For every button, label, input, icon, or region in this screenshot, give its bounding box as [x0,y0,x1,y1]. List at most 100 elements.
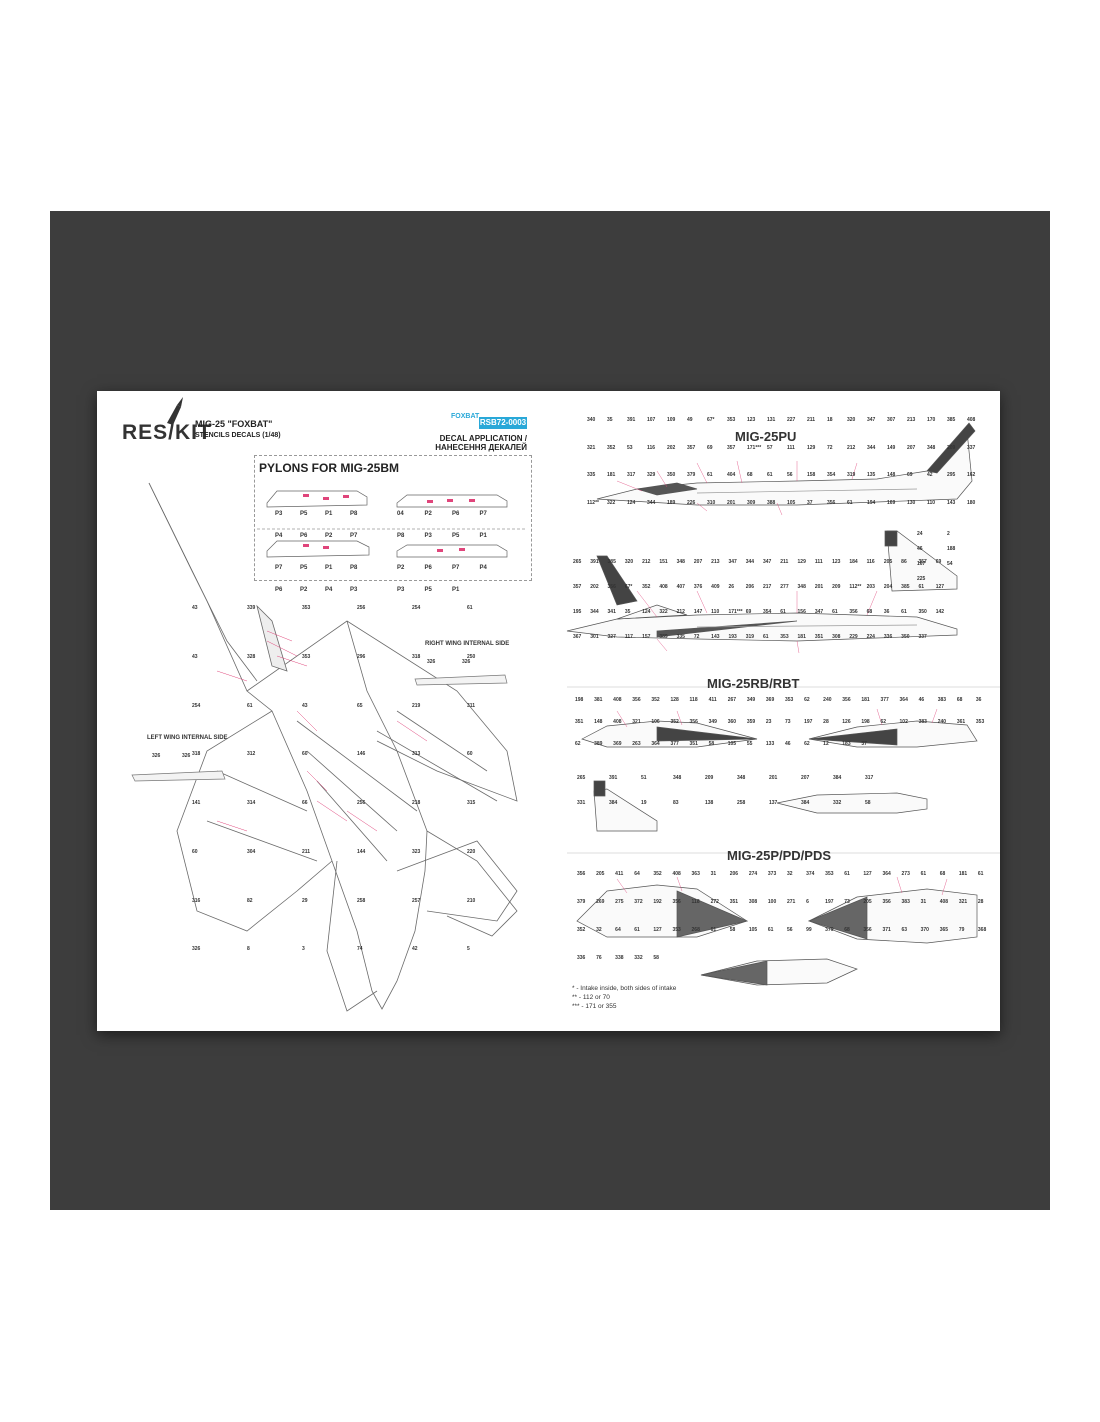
callout-number: 296 [357,653,366,660]
decal-application-caption: DECAL APPLICATION / НАНЕСЕННЯ ДЕКАЛЕЙ [435,434,527,452]
callout-number: 76 [596,955,602,961]
pylon-label: P2 [325,533,333,539]
callout-number: 57 [767,444,773,451]
callout-number: 304 [247,848,256,855]
callout-number: 408 [672,871,681,877]
callout-number: 353 [825,871,834,877]
callout-number: 332 [634,955,643,961]
callout-number: 404 [727,472,736,478]
callout-number: 357 [918,559,927,565]
callout-number: 377 [670,741,679,747]
callout-number: 62 [575,741,581,747]
callout-number: 72 [827,444,833,451]
callout-number: 112** [587,499,599,506]
callout-number: 102 [899,719,908,725]
callout-number: 352 [653,871,662,877]
callout-number: 61 [763,634,769,640]
callout-number: 6 [806,899,809,905]
callout-number: 205 [863,899,872,905]
callout-number: 36 [883,609,890,615]
callout-number: 356 [827,499,836,506]
callout-number: 105 [727,741,737,747]
pylon-label: P3 [424,533,432,539]
callout-number: 181 [958,871,968,877]
product-title: MIG-25 "FOXBAT" [195,419,273,429]
callout-number: 348 [673,775,682,781]
callout-number: 364 [651,741,660,747]
callout-number: 336 [577,955,586,961]
callout-number: 352 [607,444,616,451]
callout-number: 212 [676,609,685,615]
pylon-label: P1 [325,511,333,517]
callout-number: 19 [641,800,647,806]
callout-number: 350 [901,634,910,640]
callout-number: 348 [927,444,936,451]
callout-number: 99 [806,927,812,933]
callout-number: 368 [977,927,987,933]
callout-number: 353 [975,719,985,725]
callout-number: 213 [711,559,720,565]
callout-number: 367 [573,634,582,640]
callout-number: 258 [737,800,746,806]
callout-number: 353 [302,605,311,611]
callout-number: 265 [573,559,582,565]
callout-number: 258 [357,897,366,904]
callout-number: 86 [901,559,907,565]
callout-number: 135 [867,472,876,478]
callout-number: 369 [765,697,775,703]
callout-number: 143 [711,634,720,640]
callout-number: 308 [832,634,841,640]
note-intake: * - Intake inside, both sides of intake [572,985,677,992]
callout-number: 377 [880,697,889,703]
callout-number: 312 [247,751,256,758]
callout-number: 353 [780,634,789,640]
mig25-plan-view [148,482,518,1012]
callout-number: 318 [412,653,421,660]
callout-number: 18 [827,417,833,423]
callout-number: 79 [958,927,965,933]
callout-number: 408 [613,719,622,725]
callout-number: 307 [887,417,896,423]
callout-number: 54 [947,561,953,567]
callout-number: 181 [861,697,870,703]
callout-number: 147 [693,609,703,615]
pylon-label: P6 [452,511,460,517]
callout-number: 202 [590,584,599,590]
callout-number: 269 [596,899,605,905]
callout-number: 192 [653,899,662,905]
callout-number: 317 [865,775,874,781]
pylon-label: P1 [479,533,487,539]
callout-number: 131 [767,417,776,423]
callout-number: 364 [899,697,908,703]
callout-number: 257 [412,897,421,904]
callout-number: 344 [745,559,755,565]
pylon-label: P3 [275,511,283,517]
callout-number: 62 [804,741,810,747]
callout-number: 219 [412,702,421,709]
callout-number: 189 [667,499,676,506]
mig25rb-nose-bottom [776,792,928,814]
callout-number: 206 [745,584,755,590]
callout-number: 53 [627,444,633,451]
callout-number: 273 [901,871,910,877]
callout-number: 372 [634,899,643,905]
callout-number: 124 [627,499,636,506]
callout-number: 356 [672,899,681,905]
pylons-section-title: PYLONS FOR MIG-25BM [259,461,400,475]
callout-number: 105 [787,499,796,506]
callout-number: 347 [867,417,876,423]
callout-number: 353 [672,927,681,933]
callout-number: 61 [710,927,717,933]
foxbat-tag: FOXBAT [451,413,480,420]
callout-number: 43 [192,653,198,660]
callout-number: 356 [849,609,858,615]
callout-number: 181 [607,472,616,478]
callout-number: 407 [676,584,685,590]
callout-number: 268 [691,927,700,933]
callout-number: 209 [832,584,841,590]
callout-number: 352 [577,927,586,933]
callout-number: 35 [607,417,613,423]
callout-number: 2 [947,531,950,537]
callout-number: 351 [575,719,584,725]
product-subtitle: STENCILS DECALS (1/48) [195,432,281,439]
